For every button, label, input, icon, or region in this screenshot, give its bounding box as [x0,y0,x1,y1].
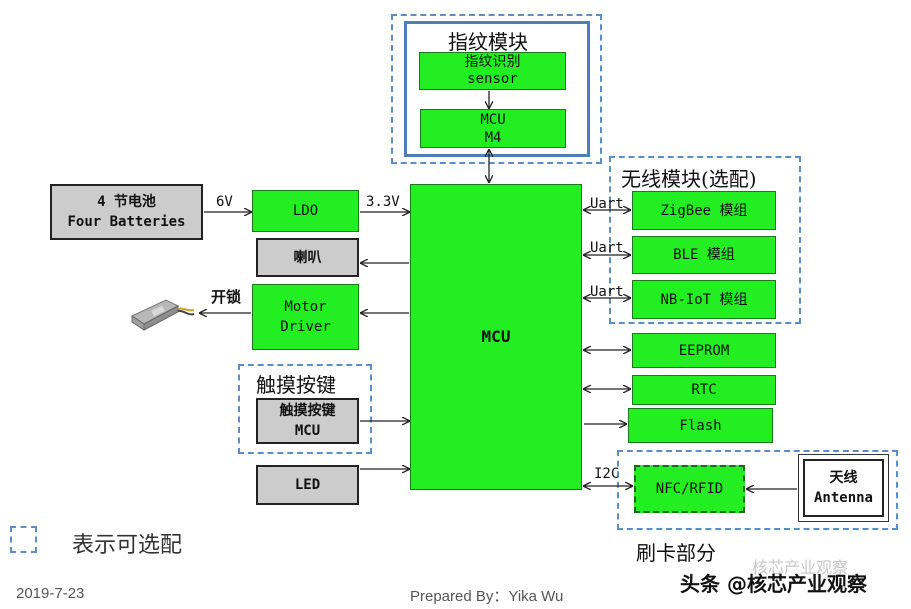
flash-block: Flash [628,408,773,443]
zigbee-block: ZigBee 模组 [632,191,776,230]
fingerprint-group-frame [391,14,602,164]
main-mcu-block: MCU [410,184,582,490]
speaker-label: 喇叭 [293,249,322,266]
wireless-group-title: 无线模块(选配) [621,167,757,191]
led-block: LED [256,465,359,505]
speaker-block: 喇叭 [256,238,359,277]
wireless-group-frame [609,156,801,324]
touch-label-1: 触摸按键 [279,403,336,419]
label-i2c: I2C [594,466,620,482]
ble-block: BLE 模组 [632,236,776,274]
touch-label-2: MCU [294,423,321,439]
watermark-text: 头条 @核芯产业观察 [680,572,867,596]
antenna-block: 天线 Antenna [803,459,884,517]
nbiot-label: NB-IoT 模组 [660,291,748,308]
ldo-label: LDO [292,203,319,219]
eeprom-block: EEPROM [632,333,776,368]
eeprom-label: EEPROM [678,342,730,359]
fp-sensor-block: 指纹识别 sensor [419,52,566,90]
fingerprint-group-inner-frame [404,21,590,157]
antenna-label-en: Antenna [813,490,873,506]
fp-sensor-label-2: sensor [467,71,518,87]
motor-label-1: Motor [284,299,327,315]
motor-driver-block: Motor Driver [252,284,359,350]
label-6v: 6V [216,194,233,210]
battery-label-cn: 4 节电池 [97,194,156,210]
fp-sensor-label-1: 指纹识别 [464,54,521,70]
battery-block: 4 节电池 Four Batteries [50,184,203,240]
legend-text: 表示可选配 [72,533,183,558]
touch-mcu-block: 触摸按键 MCU [256,398,359,444]
touch-group-frame [238,364,372,454]
nfc-label: NFC/RFID [655,481,724,497]
ldo-block: LDO [252,190,359,232]
nbiot-block: NB-IoT 模组 [632,280,776,319]
rtc-label: RTC [691,382,717,398]
led-label: LED [294,477,321,493]
card-group-frame [617,450,898,530]
label-unlock: 开锁 [211,288,242,306]
main-mcu-label: MCU [481,327,511,346]
fp-mcu-label-2: M4 [484,129,502,146]
door-lock-image [130,299,195,331]
fp-mcu-block: MCU M4 [420,109,566,148]
nfc-rfid-block: NFC/RFID [634,465,745,513]
label-3v3: 3.3V [366,194,400,210]
zigbee-label: ZigBee 模组 [660,202,748,219]
flash-label: Flash [679,417,722,434]
touch-group-title: 触摸按键 [256,373,336,397]
footer-prepared-by: Prepared By：Yika Wu [410,588,564,605]
fingerprint-group-title: 指纹模块 [448,30,528,54]
rtc-block: RTC [632,375,776,405]
ble-label: BLE 模组 [673,247,735,263]
footer-date: 2019-7-23 [16,585,85,602]
watermark-faint: 核芯产业观察 [752,558,849,577]
antenna-label-cn: 天线 [829,470,858,486]
battery-label-en: Four Batteries [67,214,186,230]
motor-label-2: Driver [280,319,331,335]
fp-mcu-label-1: MCU [480,111,506,128]
antenna-outer-frame [798,454,889,522]
legend-dashed-square [10,526,37,553]
card-group-title: 刷卡部分 [636,541,716,565]
